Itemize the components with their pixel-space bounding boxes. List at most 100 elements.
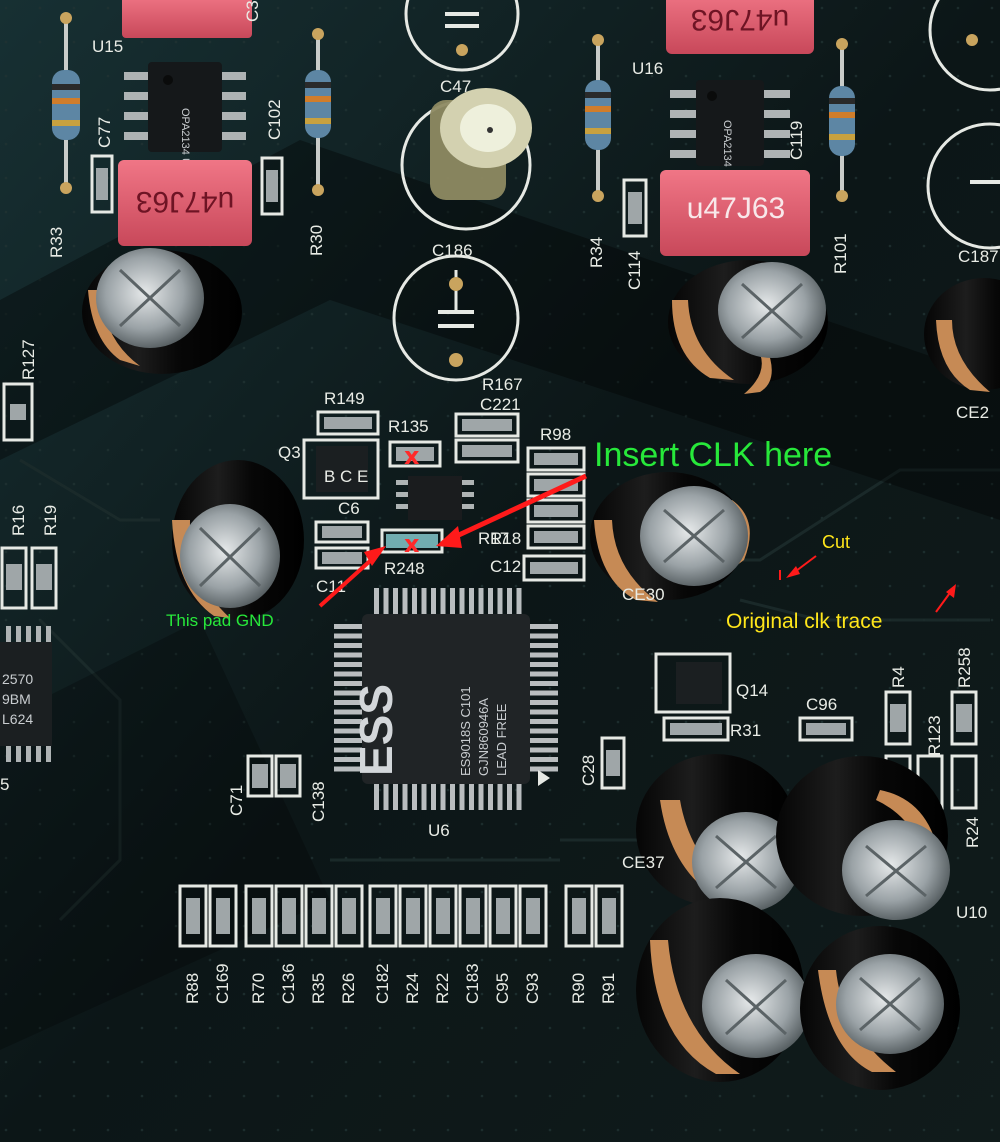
- label-c136: C136: [279, 963, 298, 1004]
- film-cap-marking: u47J63: [136, 185, 234, 218]
- label-r248: R248: [384, 559, 425, 578]
- label-c12: C12: [490, 557, 521, 576]
- label-c77: C77: [95, 117, 114, 148]
- original-trace-label: Original clk trace: [726, 610, 882, 633]
- electrolytic-capacitor: [668, 260, 828, 394]
- label-r24: R24: [403, 973, 422, 1004]
- label-c96: C96: [806, 695, 837, 714]
- cut-label: Cut: [822, 532, 850, 552]
- label-u15: U15: [92, 37, 123, 56]
- label-r90: R90: [569, 973, 588, 1004]
- label-u10: U10: [956, 903, 987, 922]
- opamp-u16-marking: OPA2134 UA: [721, 120, 733, 186]
- label-r26: R26: [339, 973, 358, 1004]
- label-c28: C28: [579, 755, 598, 786]
- film-cap-marking: u47J63: [691, 3, 789, 36]
- electrolytic-capacitor: [776, 756, 950, 920]
- label-r127: R127: [19, 339, 38, 380]
- chip-line-3: LEAD FREE: [494, 703, 509, 776]
- chip-logo: ESS: [350, 684, 402, 776]
- electrolytic-capacitor: [800, 926, 960, 1090]
- label-r19: R19: [41, 505, 60, 536]
- electrolytic-capacitor: [82, 248, 242, 374]
- film-capacitor: u47J63: [660, 170, 810, 256]
- chip-line-2: GJN860946A: [476, 698, 491, 776]
- label-r22: R22: [433, 973, 452, 1004]
- label-c169: C169: [213, 963, 232, 1004]
- annotation-insert-clk: Insert CLK here: [436, 436, 832, 548]
- transistor-q3: B C E: [302, 438, 380, 500]
- electrolytic-capacitor: [636, 898, 810, 1082]
- label-c93: C93: [523, 973, 542, 1004]
- label-c102: C102: [265, 99, 284, 140]
- label-c3: C3: [243, 0, 262, 22]
- label-c119: C119: [787, 121, 806, 160]
- label-u5: 5: [0, 775, 9, 794]
- electrolytic-capacitor: [590, 472, 750, 602]
- label-r70: R70: [249, 973, 268, 1004]
- opamp-u15-marking: OPA2134 UA: [179, 108, 191, 174]
- resistor-r101: [829, 38, 855, 202]
- opamp-u16: OPA2134 UA: [670, 80, 790, 186]
- label-r258: R258: [955, 647, 974, 688]
- dac-chip-u6: ESS ES9018S C101 GJN860946A LEAD FREE: [334, 588, 558, 810]
- label-ce30: CE30: [622, 585, 665, 604]
- label-r30: R30: [307, 225, 326, 256]
- resistor-r30: [305, 28, 331, 196]
- chip-line-1: ES9018S C101: [458, 686, 473, 776]
- label-r98: R98: [540, 425, 571, 444]
- label-r31: R31: [730, 721, 761, 740]
- left-ic-marking-3: L624: [2, 711, 33, 727]
- label-c6: C6: [338, 499, 360, 518]
- label-r4: R4: [889, 666, 908, 688]
- label-c47: C47: [440, 77, 471, 96]
- label-r33: R33: [47, 227, 66, 258]
- tall-capacitor: [430, 88, 532, 200]
- label-r18: R18: [490, 529, 521, 548]
- label-r35: R35: [309, 973, 328, 1004]
- annotation-cut: Cut: [779, 532, 850, 580]
- label-r167: R167: [482, 375, 523, 394]
- label-c114: C114: [625, 251, 644, 290]
- label-c71: C71: [227, 785, 246, 816]
- label-bce: B C E: [324, 467, 368, 486]
- left-ic: 2570 9BM L624: [0, 626, 52, 762]
- label-c221: C221: [480, 395, 521, 414]
- left-ic-marking-2: 9BM: [2, 691, 31, 707]
- label-q14: Q14: [736, 681, 768, 700]
- pad-gnd-label: This pad GND: [166, 611, 274, 630]
- label-r17: R17: [478, 529, 509, 548]
- electrolytic-capacitor: [924, 278, 1000, 392]
- label-r24x: R24: [963, 817, 982, 848]
- annotation-pad-gnd: This pad GND: [166, 546, 386, 630]
- label-r34: R34: [587, 237, 606, 268]
- resistor-r34: [585, 34, 611, 202]
- label-r101: R101: [831, 233, 850, 274]
- label-r123: R123: [925, 715, 944, 756]
- label-ce22: CE2: [956, 403, 989, 422]
- label-c95: C95: [493, 973, 512, 1004]
- label-u6: U6: [428, 821, 450, 840]
- film-capacitor: u47J63: [666, 0, 814, 54]
- left-ic-marking-1: 2570: [2, 671, 33, 687]
- label-r91: R91: [599, 973, 618, 1004]
- label-c138: C138: [309, 781, 328, 822]
- electrolytic-capacitor: [636, 754, 800, 912]
- annotation-original-trace: Original clk trace: [726, 584, 956, 633]
- transistor-q14: [654, 652, 732, 714]
- label-r135: R135: [388, 417, 429, 436]
- electrolytic-capacitor: [172, 460, 304, 620]
- resistor-r33: [52, 12, 80, 194]
- mark-x-r248: x: [404, 530, 420, 558]
- label-ce37: CE37: [622, 853, 665, 872]
- label-q3: Q3: [278, 443, 301, 462]
- film-capacitor: [122, 0, 252, 38]
- film-capacitor: u47J63: [118, 160, 252, 246]
- label-u16: U16: [632, 59, 663, 78]
- label-c182: C182: [373, 963, 392, 1004]
- label-c183: C183: [463, 963, 482, 1004]
- label-r16: R16: [9, 505, 28, 536]
- label-r88: R88: [183, 973, 202, 1004]
- insert-clk-label: Insert CLK here: [594, 436, 832, 474]
